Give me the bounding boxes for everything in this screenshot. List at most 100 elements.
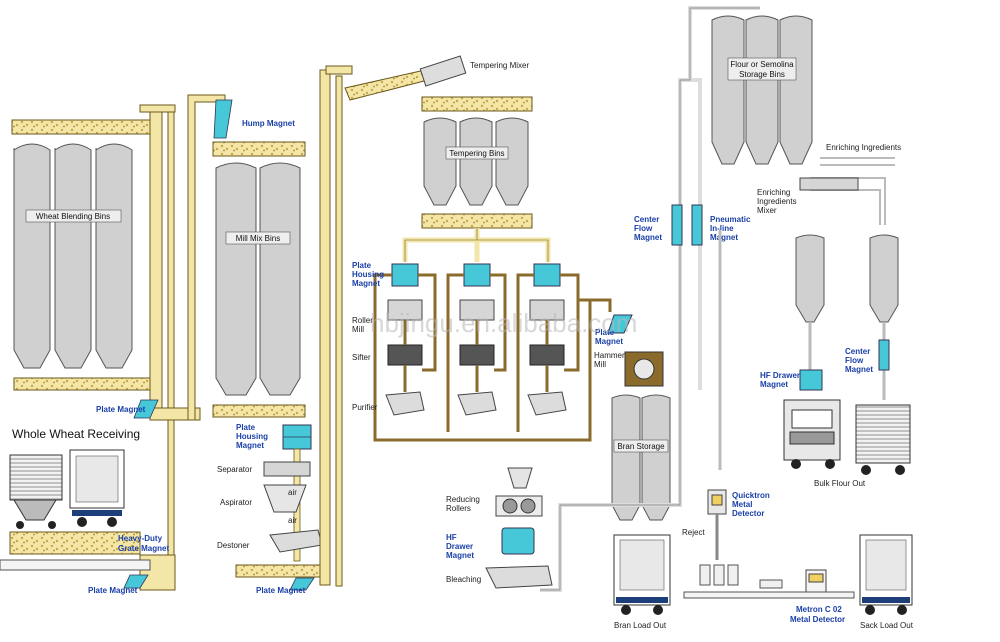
tempering-conveyor (344, 55, 467, 101)
pneumatic-inline-magnet-label: Pneumatic In-line Magnet (710, 215, 751, 242)
flour-storage-bins-label: Flour or Semolina Storage Bins (727, 57, 797, 81)
svg-text:Magnet: Magnet (634, 233, 662, 242)
plate-magnet-3 (607, 314, 633, 334)
bran-truck (613, 534, 671, 615)
hf-drawer-magnet-1-label: HF Drawer Magnet (446, 533, 474, 560)
svg-text:Magnet: Magnet (595, 337, 623, 346)
svg-text:Center: Center (634, 215, 659, 224)
plate-magnet-bottom (123, 574, 149, 589)
quicktron-metal-detector-label: Quicktron Metal Detector (732, 491, 770, 518)
svg-text:Center: Center (845, 347, 870, 356)
hf-drawer-magnet-2-label: HF Drawer Magnet (760, 371, 800, 389)
tempering-bins-label: Tempering Bins (449, 149, 504, 158)
destoner (269, 529, 323, 553)
svg-text:Plate: Plate (595, 328, 615, 337)
svg-text:Mixer: Mixer (757, 206, 777, 215)
svg-text:Magnet: Magnet (845, 365, 873, 374)
reducing-rollers (495, 495, 543, 517)
svg-text:Flow: Flow (845, 356, 864, 365)
hf-drawer-magnet-2 (799, 369, 823, 391)
heavy-duty-grate-magnet-label: Heavy-Duty Grate Magnet (118, 534, 169, 553)
sack-load-out-label: Sack Load Out (860, 621, 914, 630)
plate-magnet-bottom-label: Plate Magnet (88, 586, 138, 595)
receiving-truck (69, 449, 125, 527)
plate-housing-magnet-1-label: Plate Housing Magnet (236, 423, 268, 450)
svg-text:Detector: Detector (732, 509, 764, 518)
svg-text:Metal: Metal (732, 500, 752, 509)
tempering-bins (423, 117, 529, 206)
reducing-cyclone (507, 467, 533, 489)
air-label-2: air (288, 516, 297, 525)
bran-load-out-label: Bran Load Out (614, 621, 667, 630)
plate-magnet-3-label: Plate Magnet (595, 328, 623, 346)
plate-magnet-1 (133, 399, 159, 419)
svg-text:Heavy-Duty: Heavy-Duty (118, 534, 163, 543)
svg-text:Hammer: Hammer (594, 351, 625, 360)
svg-text:Metal Detector: Metal Detector (790, 615, 845, 624)
svg-text:Housing: Housing (236, 432, 268, 441)
flour-pneumatic-outline (540, 7, 760, 591)
svg-text:Metron C 02: Metron C 02 (796, 605, 842, 614)
wheat-blending-bins: Wheat Blending Bins (11, 119, 158, 391)
svg-text:Grate Magnet: Grate Magnet (118, 544, 169, 553)
bulk-flour-truck-front (783, 399, 841, 469)
svg-text:Housing: Housing (352, 270, 384, 279)
bulk-flour-bins (795, 234, 899, 323)
aspirator-label: Aspirator (220, 498, 252, 507)
tempering-top-conveyor (421, 96, 533, 112)
wheat-blending-bins-label: Wheat Blending Bins (36, 212, 110, 221)
bulk-flour-trailer (855, 404, 911, 475)
mill-mix-bins-label: Mill Mix Bins (236, 234, 280, 243)
separator (263, 461, 311, 477)
svg-text:Magnet: Magnet (446, 551, 474, 560)
mill-distribution-outline (404, 228, 549, 262)
purifier-label: Purifier (352, 403, 378, 412)
whole-wheat-receiving-label: Whole Wheat Receiving (12, 427, 140, 441)
roller-mill-label: Roller Mill (352, 316, 373, 334)
svg-text:Plate: Plate (352, 261, 372, 270)
svg-text:Magnet: Magnet (352, 279, 380, 288)
enriching-lines (810, 157, 895, 225)
svg-text:HF: HF (446, 533, 457, 542)
svg-text:Roller: Roller (352, 316, 373, 325)
svg-text:Quicktron: Quicktron (732, 491, 770, 500)
bran-storage-bins (611, 394, 671, 521)
hump-magnet (213, 99, 233, 139)
plate-magnet-2 (289, 577, 315, 591)
hammer-mill-rotor (633, 358, 655, 380)
center-flow-magnet-1-label: Center Flow Magnet (634, 215, 662, 242)
bran-storage-label: Bran Storage (617, 442, 665, 451)
plate-magnet-2-label: Plate Magnet (256, 586, 306, 595)
sifter-label: Sifter (352, 353, 371, 362)
enriching-mixer (799, 177, 859, 191)
tempering-bottom-conveyor (421, 213, 533, 229)
hump-magnet-label: Hump Magnet (242, 119, 295, 128)
svg-text:Mill: Mill (352, 325, 364, 334)
bleaching-label: Bleaching (446, 575, 481, 584)
svg-text:Storage Bins: Storage Bins (739, 70, 785, 79)
air-label-1: air (288, 488, 297, 497)
center-flow-magnet-1 (671, 204, 683, 246)
plate-housing-magnet-2-label: Plate Housing Magnet (352, 261, 384, 288)
reducing-rollers-label: Reducing Rollers (446, 495, 480, 513)
plate-housing-magnet-1 (282, 424, 312, 450)
mill-mix-bins: Mill Mix Bins (187, 94, 306, 421)
cleaning-conveyor (235, 564, 329, 578)
metron-metal-detector-label: Metron C 02 Metal Detector (790, 605, 845, 624)
milling-line-1 (385, 263, 425, 416)
receiving-conveyor (0, 559, 151, 571)
sack-truck (859, 534, 913, 615)
svg-text:Flow: Flow (634, 224, 653, 233)
hammer-mill-label: Hammer Mill (594, 351, 625, 369)
flour-storage-bins (711, 15, 813, 165)
svg-text:Reducing: Reducing (446, 495, 480, 504)
svg-text:Plate: Plate (236, 423, 256, 432)
svg-text:Mill: Mill (594, 360, 606, 369)
hf-drawer-magnet-1 (501, 527, 535, 555)
reject-label: Reject (682, 528, 705, 537)
tempering-mixer-label: Tempering Mixer (470, 61, 529, 70)
separator-label: Separator (217, 465, 252, 474)
destoner-label: Destoner (217, 541, 250, 550)
svg-text:HF Drawer: HF Drawer (760, 371, 800, 380)
